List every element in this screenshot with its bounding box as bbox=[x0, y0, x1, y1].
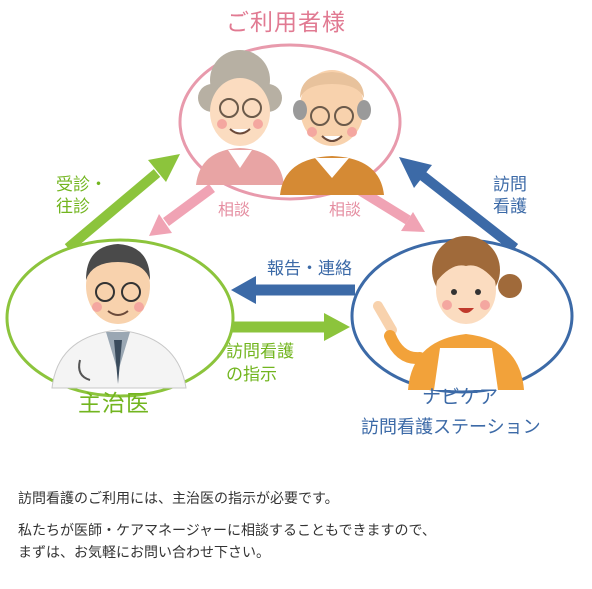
doctor-illustration bbox=[51, 244, 187, 389]
doctor-node-label: 主治医 bbox=[78, 391, 150, 417]
pink-arrow-users-doctor bbox=[149, 183, 215, 236]
home-nursing-label-line2: 看護 bbox=[493, 197, 527, 217]
footer-text-line1: 訪問看護のご利用には、主治医の指示が必要です。 bbox=[18, 491, 339, 507]
footer-text-line3: まずは、お気軽にお問い合わせ下さい。 bbox=[18, 545, 270, 561]
blue-arrow-station-to-doctor bbox=[231, 276, 355, 304]
users-node-label: ご利用者様 bbox=[226, 10, 346, 36]
users-node bbox=[178, 43, 402, 201]
visit-consult-label-line1: 受診・ bbox=[56, 175, 107, 195]
consult-label-left: 相談 bbox=[218, 200, 251, 219]
doctor-node bbox=[5, 238, 235, 398]
home-nursing-label-line1: 訪問 bbox=[493, 175, 527, 195]
station-node-label: ナビケア bbox=[422, 386, 499, 408]
report-label: 報告・連絡 bbox=[267, 259, 352, 279]
nursing-order-label-line2: の指示 bbox=[226, 365, 277, 385]
nurse-illustration bbox=[373, 236, 524, 390]
grandmother-illustration bbox=[196, 50, 284, 185]
station-node bbox=[350, 236, 574, 394]
station-node-sublabel: 訪問看護ステーション bbox=[361, 417, 541, 438]
green-arrow-doctor-to-users bbox=[64, 154, 180, 252]
footer-text-line2: 私たちが医師・ケアマネージャーに相談することもできますので、 bbox=[18, 523, 436, 539]
nursing-order-label-line1: 訪問看護 bbox=[226, 342, 294, 362]
grandfather-illustration bbox=[280, 70, 384, 195]
green-arrow-doctor-to-station bbox=[225, 313, 350, 341]
blue-arrow-station-to-users bbox=[399, 157, 519, 252]
visit-consult-label-line2: 往診 bbox=[56, 197, 90, 217]
consult-label-right: 相談 bbox=[329, 200, 362, 219]
